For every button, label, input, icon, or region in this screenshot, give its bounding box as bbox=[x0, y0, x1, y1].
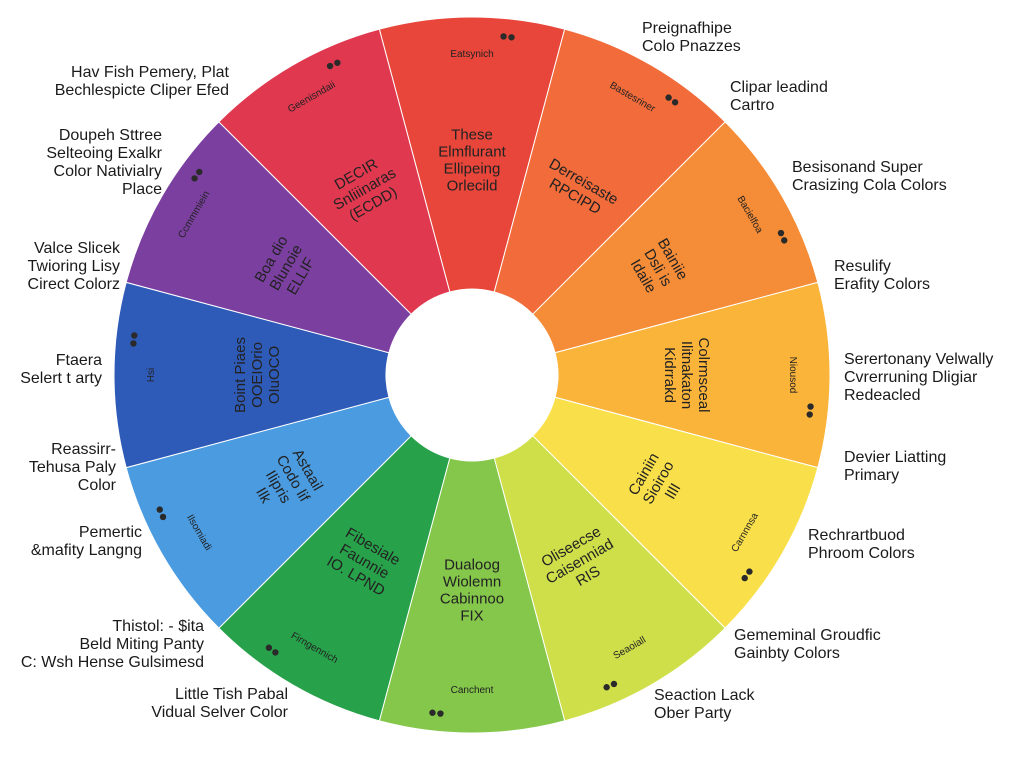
segment-dot-3-1 bbox=[777, 229, 785, 237]
segment-dot-5-2 bbox=[741, 574, 748, 582]
segment-label-9: AstaailCodo lifIliprisIlk bbox=[243, 444, 328, 523]
segment-dot-10-2 bbox=[131, 332, 138, 339]
segment-label-4: ColrmscealIlitnakatonKidrrakd bbox=[661, 337, 712, 412]
segment-rim-label-4: Niousod bbox=[787, 357, 798, 394]
segment-dot-6-1 bbox=[610, 680, 618, 688]
segment-dot-9-1 bbox=[159, 513, 167, 521]
segment-dot-9-2 bbox=[156, 506, 163, 513]
segment-dot-8-1 bbox=[272, 649, 279, 656]
segment-dot-5-1 bbox=[746, 568, 753, 575]
callout-right-1: Preignafhipe Colo Pnazzes bbox=[642, 20, 741, 55]
segment-dot-6-2 bbox=[603, 684, 610, 691]
callout-left-7: Thistol: - $ita Beld Miting Panty C: Wsh… bbox=[20, 618, 204, 671]
callout-left-1: Hav Fish Pemery, Plat Bechlespicte Clipe… bbox=[54, 64, 229, 99]
callout-right-9: Seaction Lack Ober Party bbox=[654, 687, 755, 722]
callout-right-5: Serertonany Velwally Cvrerruning Dligiar… bbox=[844, 351, 994, 404]
segment-label-3: BainiieDsli isIdaile bbox=[624, 236, 691, 300]
segment-dot-11-2 bbox=[196, 168, 203, 176]
callout-right-3: Besisonand Super Crasizing Cola Colors bbox=[792, 159, 947, 194]
callout-right-4: Resulify Erafity Colors bbox=[834, 258, 931, 293]
callout-right-6: Devier Liatting Primary bbox=[844, 449, 947, 484]
segment-dot-11-1 bbox=[191, 175, 198, 182]
wheel-segment-7 bbox=[378, 457, 566, 734]
wheel-segment-1 bbox=[378, 16, 566, 293]
callout-left-5: Reassirr- Tehusa Paly Color bbox=[28, 441, 116, 494]
wheel-segment-10 bbox=[113, 281, 390, 469]
callout-left-8: Little Tish Pabal Vidual Selver Color bbox=[151, 686, 288, 721]
segment-dot-7-2 bbox=[429, 709, 436, 716]
callout-left-2: Doupeh Sttree Selteoing Exalkr Color Nat… bbox=[46, 127, 162, 198]
segment-dot-1-1 bbox=[500, 33, 507, 40]
segment-rim-label-7: Canchent bbox=[451, 685, 494, 696]
segment-rim-label-1: Eatsynich bbox=[450, 49, 493, 60]
segment-dot-8-2 bbox=[265, 644, 273, 651]
callout-right-8: Gememinal Groudfic Gainbty Colors bbox=[734, 627, 881, 662]
segment-dot-3-2 bbox=[781, 237, 788, 244]
wheel-segment-4 bbox=[554, 281, 831, 469]
callout-right-2: Clipar leadind Cartro bbox=[730, 79, 828, 114]
segment-dot-4-1 bbox=[807, 403, 814, 410]
segment-dot-12-2 bbox=[334, 59, 341, 66]
segment-dot-2-2 bbox=[671, 99, 679, 106]
segment-label-10: Boint PiaesOOEIOrioOIuOCO bbox=[232, 337, 283, 413]
segment-dot-4-2 bbox=[806, 411, 813, 418]
segment-rim-label-10: Hsi bbox=[146, 368, 157, 382]
segment-dot-12-1 bbox=[326, 62, 334, 70]
callout-right-7: Rechrartbuod Phroom Colors bbox=[808, 527, 915, 562]
segment-dot-1-2 bbox=[508, 34, 515, 41]
segment-dot-2-1 bbox=[665, 94, 672, 101]
callout-left-3: Valce Slicek Twioring Lisy Cirect Colorz bbox=[27, 240, 120, 293]
callout-left-6: Pemertic &mafity Langng bbox=[30, 524, 142, 559]
wheel-center-hole bbox=[386, 289, 558, 461]
segment-label-11: Boa dioBlunoieELLIF bbox=[251, 233, 321, 303]
segment-dot-7-1 bbox=[437, 710, 444, 717]
callout-left-4: Ftaera Selert t arty bbox=[20, 352, 102, 387]
segment-dot-10-1 bbox=[130, 340, 137, 347]
